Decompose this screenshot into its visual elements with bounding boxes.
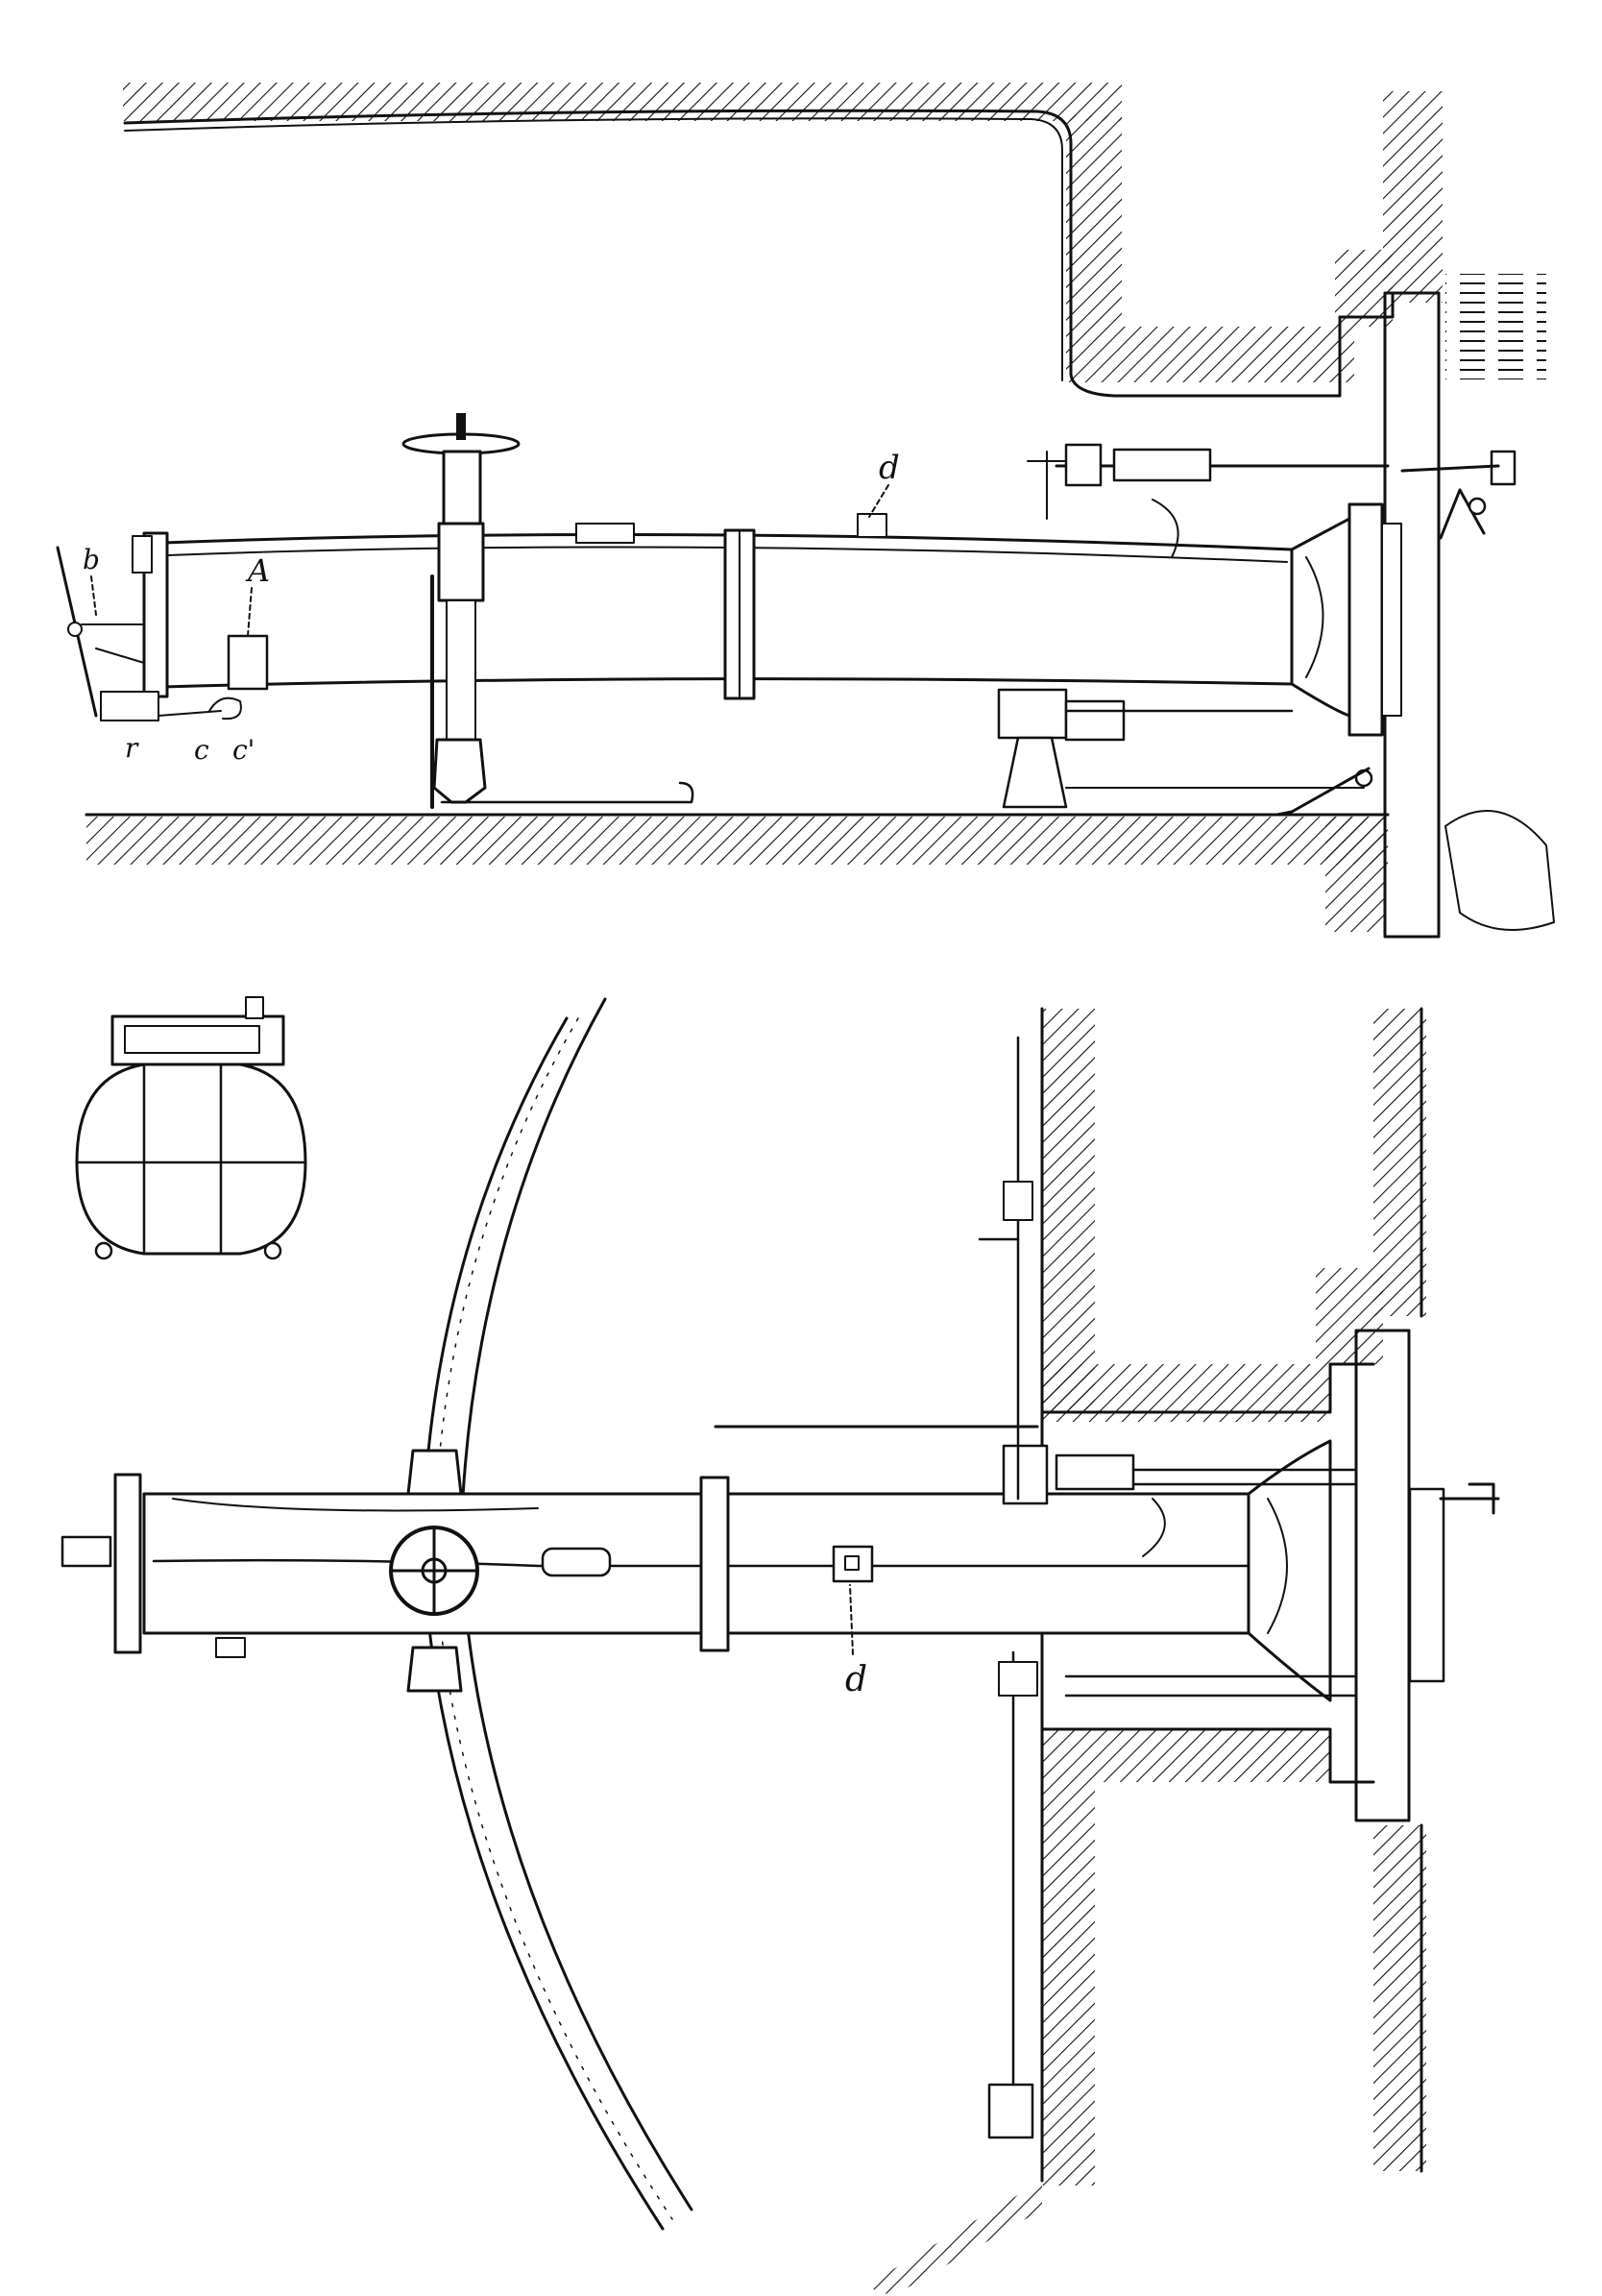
plan-bulkhead	[1354, 1329, 1411, 1822]
hull-fragment	[1444, 810, 1555, 931]
label-d-plan: d	[845, 1660, 867, 1699]
upper-hull-hatching	[123, 83, 1443, 398]
rack-box	[541, 1547, 612, 1577]
side-elevation-view: A b r c c' d	[56, 83, 1555, 939]
plan-view: d	[61, 997, 1500, 2296]
plan-muzzle-gear	[714, 1036, 1356, 2139]
label-b: b	[83, 544, 100, 575]
label-c: c	[194, 734, 209, 766]
leader-b	[90, 575, 97, 616]
plan-wall-hatching	[864, 1007, 1426, 2296]
label-c-prime: c'	[232, 734, 255, 766]
cross-section-inset	[75, 996, 307, 1260]
lower-cradle	[997, 688, 1365, 809]
torpedo-tube-side	[142, 502, 1402, 737]
floor-hatching	[85, 813, 1390, 932]
water-surface	[1445, 274, 1546, 379]
leader-A	[247, 587, 253, 637]
torpedo-tube-plan	[61, 1439, 1500, 1702]
muzzle-gear	[1027, 443, 1517, 817]
label-A: A	[245, 552, 270, 589]
label-d-side: d	[879, 449, 900, 487]
leader-d-side	[868, 484, 889, 518]
leader-d-plan	[849, 1584, 854, 1655]
handwheel-plan	[389, 1449, 479, 1693]
elevating-gear	[401, 413, 694, 809]
breech-mechanism	[56, 535, 269, 721]
label-r: r	[125, 732, 139, 764]
